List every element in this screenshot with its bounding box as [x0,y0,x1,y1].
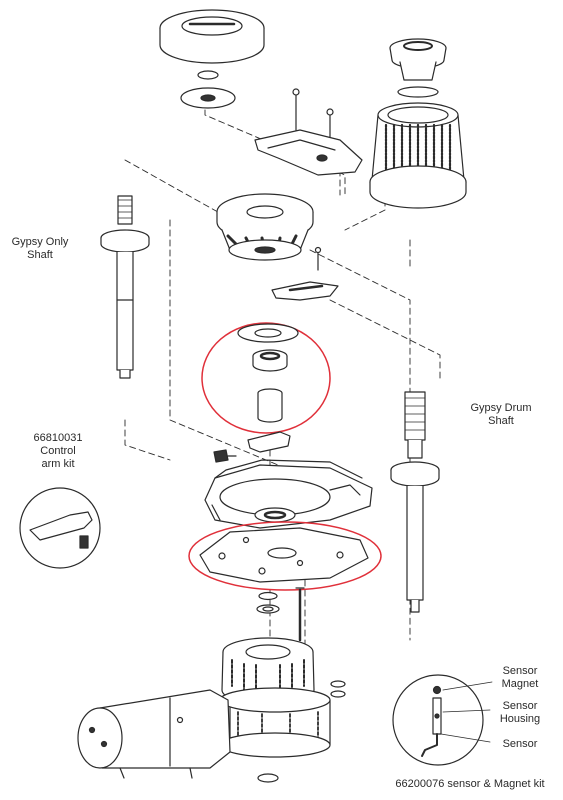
stripper [254,129,363,176]
label-sensor: Sensor [502,738,538,750]
label-sensor-magnet: Sensor Magnet [501,665,539,690]
cap-bolts [292,88,334,141]
chain-guide [271,281,339,301]
base-plate [199,527,369,583]
sensor-kit-detail [392,674,493,766]
shaft-seals [256,591,280,614]
washers [330,680,346,698]
label-sensor-housing: Sensor Housing [499,700,541,725]
gypsy-cap [159,9,265,109]
gypsy-wheel [216,193,314,261]
capstan-drum [369,38,467,209]
label-gypsy-drum-shaft: Gypsy Drum Shaft [470,402,532,427]
label-gypsy-only-shaft: Gypsy Only Shaft [11,236,69,261]
highlight-bearing-group [201,322,331,434]
label-sensor-magnet-kit: 66200076 sensor & Magnet kit [395,778,545,790]
lower-gearbox [219,637,331,783]
small-bolt [314,246,322,271]
bearing-and-spacer [237,323,299,423]
highlight-base-plate [188,521,382,591]
gypsy-only-shaft-part [100,195,150,379]
control-arm [213,431,291,463]
control-arm-kit-detail [19,487,101,569]
gypsy-drum-shaft-part [390,391,440,613]
gearbox-housing [204,459,373,529]
label-control-arm-kit: 66810031 Control arm kit [33,432,83,470]
motor [77,689,231,779]
long-stud [295,587,305,642]
